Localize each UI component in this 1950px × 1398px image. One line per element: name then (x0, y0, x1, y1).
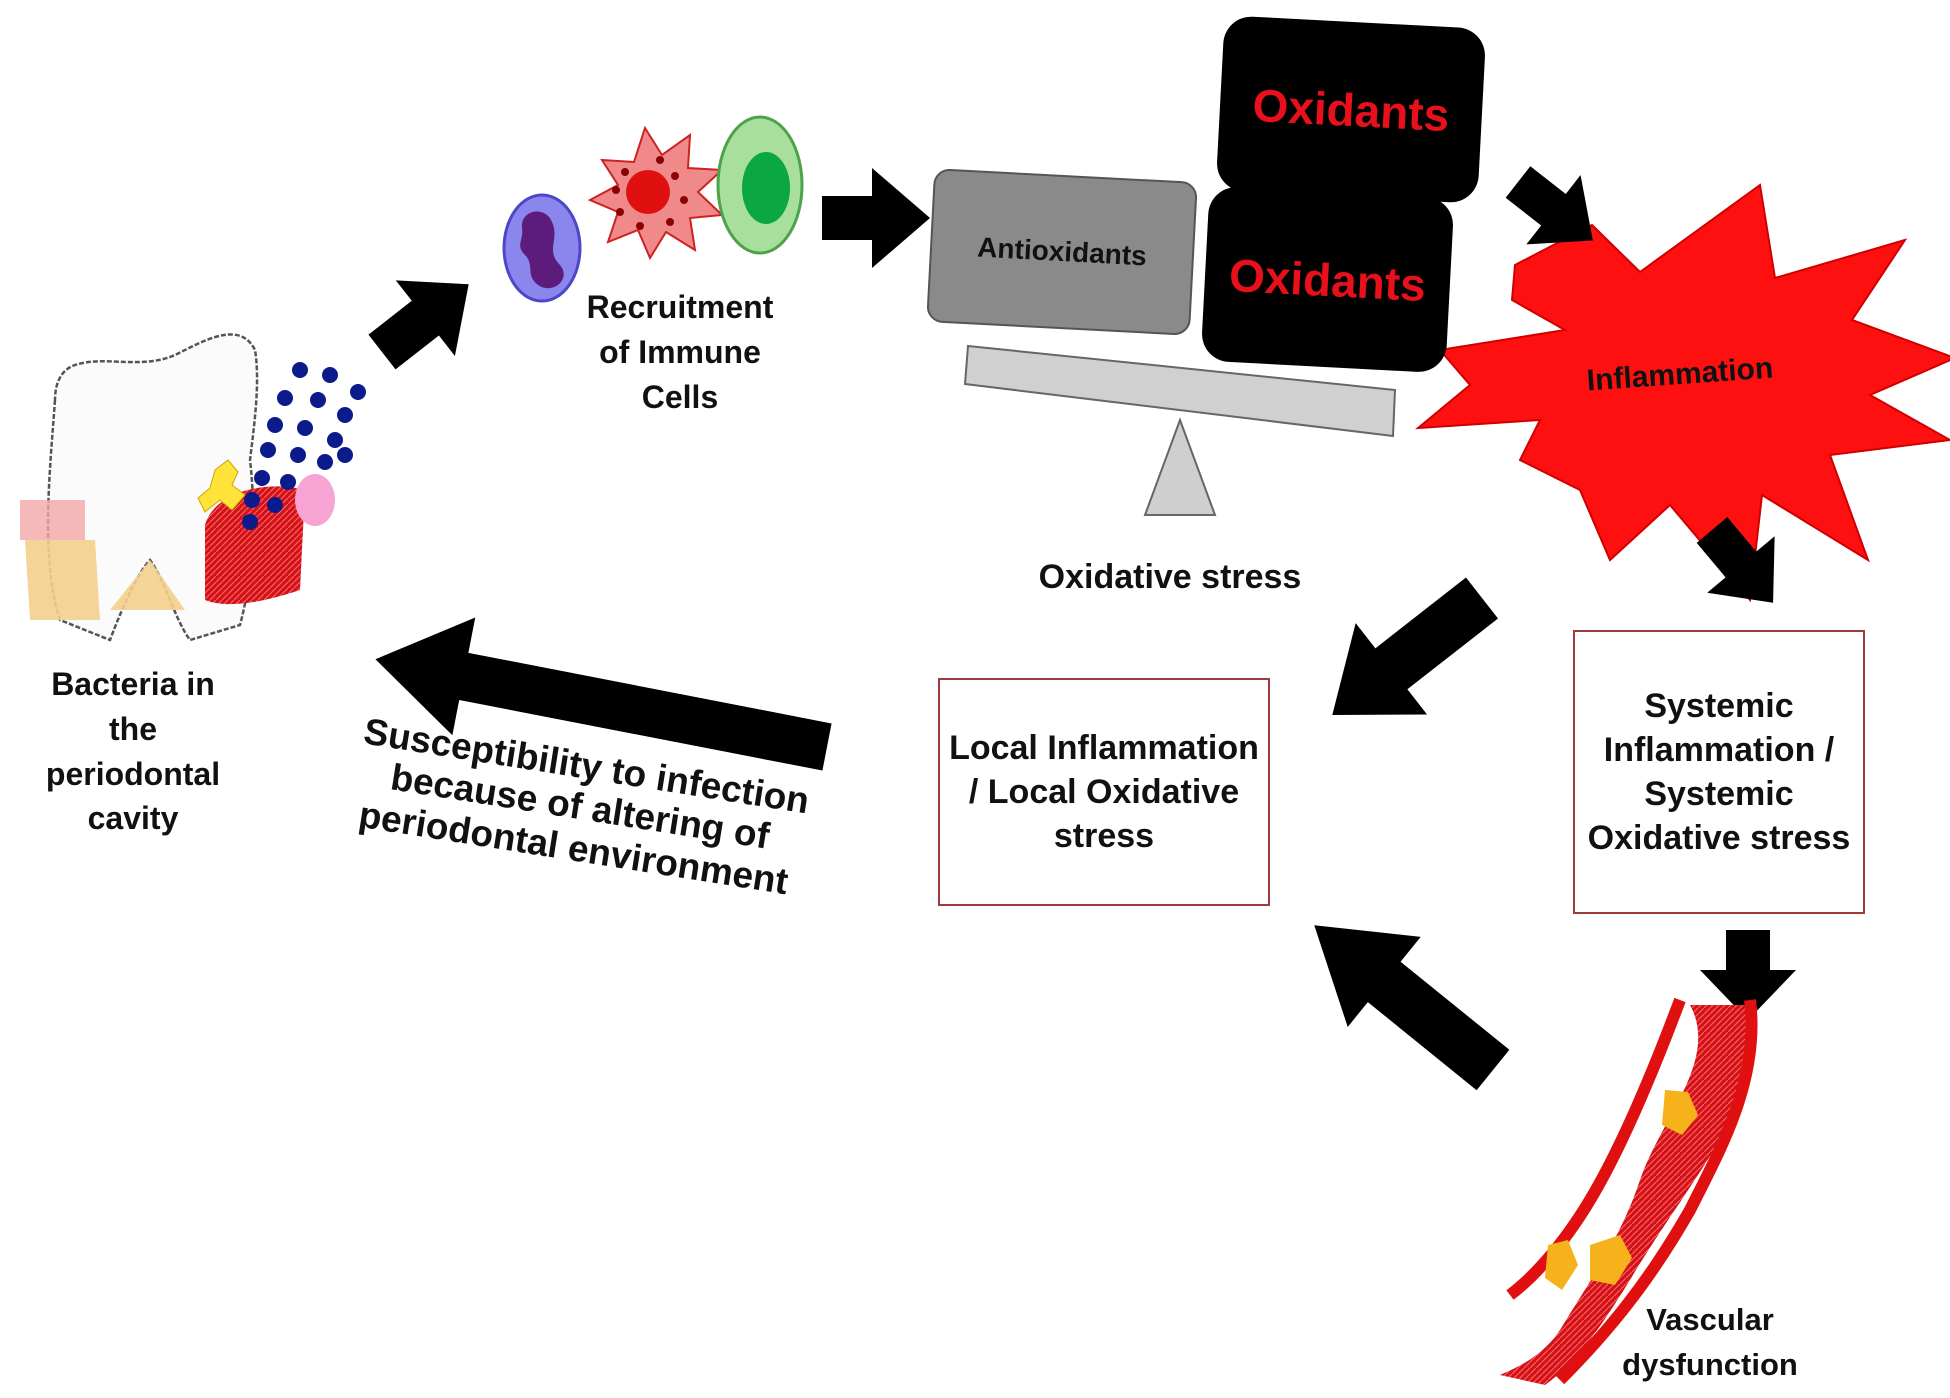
scale-beam (963, 344, 1397, 438)
bone-tissue-mid (110, 560, 185, 610)
oxidants-label-top: Oxidants (1251, 78, 1451, 141)
arrow-to-local (1332, 577, 1499, 715)
recruitment-label: Recruitment of Immune Cells (586, 289, 774, 415)
arrow-to-bacteria (375, 617, 832, 771)
antioxidants-block: Antioxidants (926, 168, 1198, 336)
arrows (368, 166, 1796, 1091)
gum-pink-left (20, 500, 85, 540)
systemic-label: Systemic Inflammation / Systemic Oxidati… (1587, 686, 1851, 858)
arrow-to-inflammation (1505, 166, 1593, 245)
oxidants-block-bottom: Oxidants (1200, 185, 1455, 374)
arrow-to-vascular (1700, 930, 1796, 1020)
dendritic-nucleus (626, 170, 670, 214)
arrow-vascular-to-local (1314, 925, 1510, 1091)
bacteria-dots (242, 362, 366, 530)
scale-fulcrum (1143, 417, 1217, 516)
arrow-to-systemic (1696, 517, 1775, 603)
balance-scale (963, 344, 1397, 516)
oxidants-block-top: Oxidants (1215, 15, 1487, 204)
yellow-bacterium (197, 459, 246, 513)
dendritic-granules (612, 156, 688, 230)
bone-tissue-left (25, 540, 100, 620)
bacteria-label: Bacteria in the periodontal cavity (45, 666, 221, 837)
local-label: Local Inflammation / Local Oxidative str… (949, 728, 1259, 856)
tooth-illustration (20, 333, 335, 642)
arrow-to-immune-cells (368, 280, 469, 370)
oxidants-label-bottom: Oxidants (1227, 248, 1428, 311)
plaque-2 (1590, 1235, 1632, 1285)
inflamed-gum (205, 486, 305, 605)
vascular-label: Vascular dysfunction (1622, 1302, 1798, 1382)
systemic-box: Systemic Inflammation / Systemic Oxidati… (1573, 630, 1865, 914)
blood-vessel (1500, 997, 1758, 1385)
inflammation-burst (1414, 183, 1950, 603)
plaque-3 (1545, 1240, 1578, 1290)
neutrophil-nucleus (520, 211, 564, 289)
plaque-1 (1662, 1090, 1698, 1135)
antioxidants-label: Antioxidants (976, 231, 1148, 272)
vessel-left-wall (1506, 997, 1686, 1300)
vessel-right-wall (1555, 999, 1758, 1385)
oxidative-stress-label: Oxidative stress (1038, 558, 1302, 596)
immune-cells (502, 115, 804, 303)
local-box: Local Inflammation / Local Oxidative str… (938, 678, 1270, 906)
arrow-to-balance (822, 168, 930, 268)
lymphocyte-nucleus (742, 152, 790, 224)
pink-blob (295, 474, 335, 526)
